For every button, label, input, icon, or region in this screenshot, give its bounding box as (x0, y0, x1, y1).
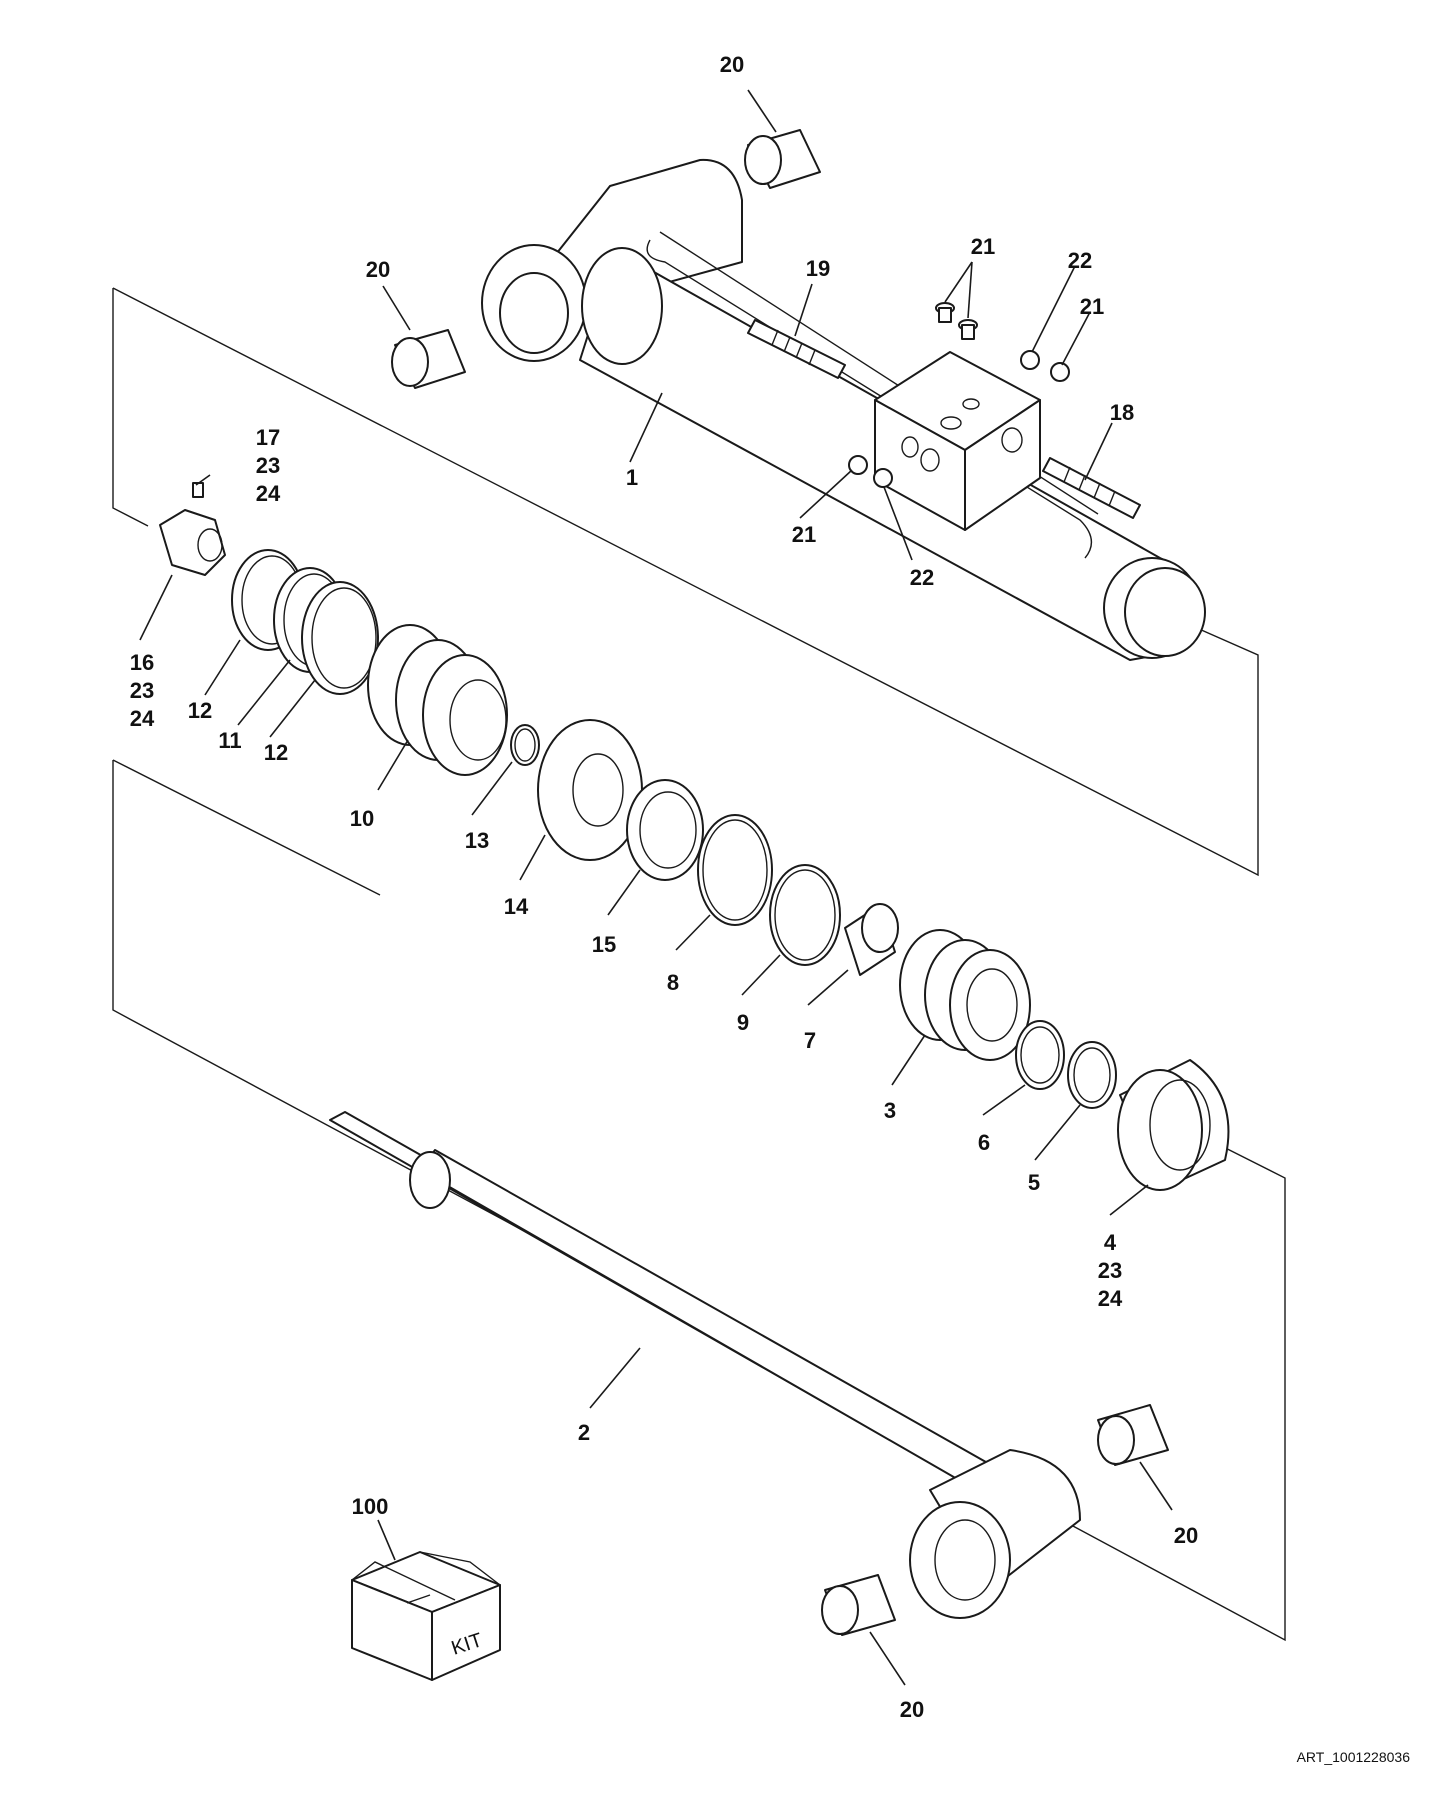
callout-1: 1 (626, 465, 638, 490)
bushing-bottom-right (1097, 1404, 1169, 1466)
callout-15: 15 (592, 932, 616, 957)
kit-box-icon (351, 1551, 501, 1681)
callout-5: 5 (1028, 1170, 1040, 1195)
callout-23-c: 23 (1098, 1258, 1122, 1283)
plugs (848, 302, 1070, 488)
callout-labels: 20 20 19 21 22 21 18 1 21 22 17 23 24 16… (130, 52, 1198, 1722)
callout-2: 2 (578, 1420, 590, 1445)
callout-13: 13 (465, 828, 489, 853)
callout-21-right: 21 (1080, 294, 1104, 319)
callout-17: 17 (256, 425, 280, 450)
bearing-7 (844, 903, 899, 976)
art-id: ART_1001228036 (1297, 1749, 1411, 1765)
callout-19: 19 (806, 256, 830, 281)
head-nut-4 (1117, 1059, 1230, 1191)
callout-11: 11 (218, 728, 241, 753)
callout-23-b: 23 (130, 678, 154, 703)
bushing-top-right (744, 129, 821, 189)
callout-24-c: 24 (1098, 1286, 1123, 1311)
callout-22-top: 22 (1068, 248, 1092, 273)
callout-20-bottom-left: 20 (900, 1697, 924, 1722)
cartridge-valve-19 (747, 319, 846, 379)
callout-22-bottom: 22 (910, 565, 934, 590)
callout-8: 8 (667, 970, 679, 995)
leader-lines (139, 89, 1173, 1686)
seal-9 (769, 864, 841, 966)
callout-9: 9 (737, 1010, 749, 1035)
bushing-bottom-left (821, 1574, 896, 1636)
callout-18: 18 (1110, 400, 1134, 425)
callout-20-bottom-right: 20 (1174, 1523, 1198, 1548)
callout-100: 100 (352, 1494, 389, 1519)
bushing-top-left (391, 329, 466, 389)
locknut-16 (159, 482, 226, 576)
oring-13 (510, 724, 540, 766)
ring-15 (626, 779, 704, 881)
ring-6 (1015, 1020, 1065, 1090)
callout-20-top: 20 (720, 52, 744, 77)
gland-3 (899, 929, 1031, 1061)
cylinder-barrel (481, 158, 1206, 661)
callout-12-left: 12 (188, 698, 212, 723)
valve-block (874, 351, 1041, 531)
callout-12-right: 12 (264, 740, 288, 765)
callout-14: 14 (504, 894, 529, 919)
callout-21-top: 21 (971, 234, 995, 259)
callout-6: 6 (978, 1130, 990, 1155)
washer-14 (537, 719, 643, 861)
ring-5 (1067, 1041, 1117, 1109)
callout-24-a: 24 (256, 481, 281, 506)
cartridge-valve-18 (1042, 457, 1141, 519)
callout-23-a: 23 (256, 453, 280, 478)
seal-rings-11-12 (231, 549, 379, 695)
piston-10 (367, 624, 508, 776)
callout-24-b: 24 (130, 706, 155, 731)
assembly-frame-lines (112, 287, 1286, 1642)
callout-7: 7 (804, 1028, 816, 1053)
callout-10: 10 (350, 806, 374, 831)
callout-20-left: 20 (366, 257, 390, 282)
callout-21-bottom: 21 (792, 522, 816, 547)
callout-16: 16 (130, 650, 154, 675)
seal-8 (697, 814, 773, 926)
piston-rod-2 (329, 1111, 1081, 1619)
callout-3: 3 (884, 1098, 896, 1123)
callout-4: 4 (1104, 1230, 1117, 1255)
